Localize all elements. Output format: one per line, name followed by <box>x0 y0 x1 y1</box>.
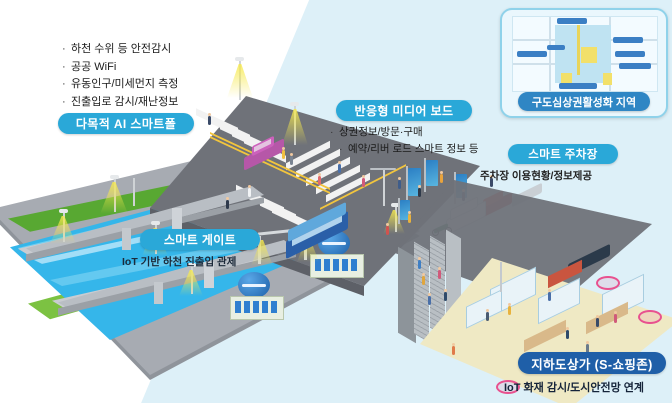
underground-mall-badge[interactable]: 지하도상가 (S-쇼핑존) <box>518 352 666 374</box>
fire-sensor-marker-2 <box>638 310 662 324</box>
bridge-pier-1 <box>172 208 182 234</box>
map-image <box>512 16 658 92</box>
media-board-badge[interactable]: 반응형 미디어 보드 <box>336 100 472 121</box>
bridge-pier-3 <box>204 262 214 288</box>
media-board-bullets: 상권정보/방문·구매 예약/리버 로드 스마트 정보 등 <box>330 125 479 159</box>
map-callout-tag-2 <box>613 37 643 43</box>
smart-pole-bullet-1: 공공 WiFi <box>62 60 178 76</box>
map-corridor-line <box>577 25 580 75</box>
bridge-pier-2 <box>122 228 131 250</box>
mall-lamp-post <box>500 262 502 292</box>
map-highlight-yellow-3 <box>603 73 612 85</box>
smart-pole-bullet-0: 하천 수위 등 안전감시 <box>62 42 178 58</box>
map-highlight-yellow-1 <box>581 47 597 63</box>
smart-pole-bullet-3: 진출입로 감시/재난정보 <box>62 95 178 111</box>
bridge-pier-4 <box>154 282 163 304</box>
map-callout-tag-7 <box>559 83 597 89</box>
map-highlight-yellow-2 <box>561 73 572 85</box>
map-callout-tag-4 <box>619 63 651 69</box>
media-board-bullet-0: 상권정보/방문·구매 <box>330 125 479 140</box>
smart-parking-badge[interactable]: 스마트 주차장 <box>508 144 618 164</box>
smart-pole-bullet-2: 유동인구/미세먼지 측정 <box>62 77 178 93</box>
map-road-v1 <box>549 17 551 91</box>
underground-mall-note: IoT 화재 감시/도시안전망 연계 <box>504 382 645 394</box>
map-callout-tag-5 <box>517 51 547 57</box>
map-inset-card[interactable]: 구도심상권활성화 지역 <box>500 8 668 118</box>
media-board-bullet-1: 예약/리버 로드 스마트 정보 등 <box>330 142 479 157</box>
smart-gate-badge[interactable]: 스마트 게이트 <box>140 229 260 250</box>
map-inset-caption: 구도심상권활성화 지역 <box>518 92 650 111</box>
smart-pole-badge[interactable]: 다목적 AI 스마트폴 <box>58 113 194 134</box>
map-callout-tag-3 <box>615 51 645 57</box>
smart-pole-bullets: 하천 수위 등 안전감시 공공 WiFi 유동인구/미세먼지 측정 진출입로 감… <box>62 42 178 112</box>
fire-sensor-marker-3 <box>496 380 520 394</box>
map-callout-tag-6 <box>547 45 565 50</box>
fire-sensor-marker-1 <box>596 276 620 290</box>
map-callout-tag-1 <box>557 18 587 24</box>
smart-gate-note: IoT 기반 하천 진출입 관제 <box>122 256 237 268</box>
smart-parking-note: 주차장 이용현황/정보제공 <box>480 170 593 182</box>
